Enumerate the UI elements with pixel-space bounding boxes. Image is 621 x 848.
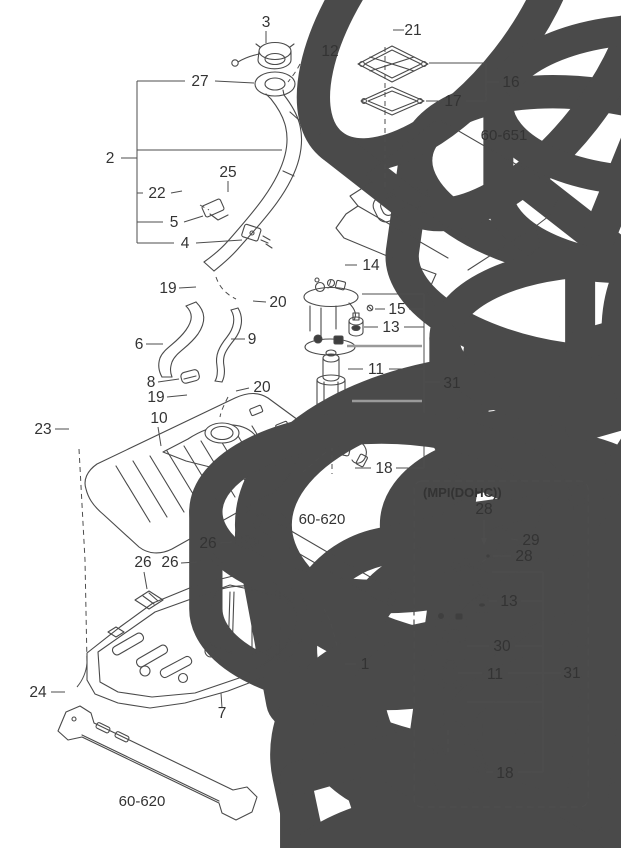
screw-12-guide: [287, 63, 301, 83]
callout-13a: 13: [382, 319, 399, 336]
pipe-hose-guide: [215, 276, 237, 300]
callout-bracket-16: [426, 62, 499, 102]
shield-gasket-17: [360, 86, 425, 116]
clip-60-620-lower: [205, 820, 621, 848]
callout-mpi: (MPI(DOHC)): [423, 485, 502, 500]
mpi-sender-plate: [441, 557, 491, 609]
callout-7: 7: [218, 705, 227, 722]
callout-5: 5: [170, 214, 179, 231]
breather-hose-9: [214, 307, 243, 383]
arrow-28: [481, 538, 487, 546]
bolt-14-guide: [327, 279, 332, 290]
mpi-dohc-contents: [431, 520, 561, 776]
callout-12: 12: [321, 43, 338, 60]
tank-protector: [86, 575, 309, 709]
mpi-dohc-box: [413, 480, 589, 808]
mpi-callout-bracket-31: [458, 571, 561, 773]
valve-29: [490, 525, 509, 544]
callout-26c: 26: [161, 554, 178, 571]
callout-4: 4: [181, 235, 190, 252]
callout-20a: 20: [269, 294, 287, 311]
callout-15: 15: [388, 301, 405, 318]
callout-19b: 19: [147, 389, 164, 406]
callout-2: 2: [106, 150, 115, 167]
shield-plate-16: [357, 45, 429, 83]
callout-11a: 11: [368, 361, 384, 378]
callout-26a: 26: [199, 535, 216, 552]
mpi-grommet-13: [475, 590, 489, 615]
bolt-23-guide: [78, 448, 88, 664]
filler-pipe: [203, 89, 303, 272]
callout-18a: 18: [375, 460, 392, 477]
screw-28: [485, 553, 491, 559]
bolt-1-guide: [323, 608, 338, 647]
callout-60-620a: 60-620: [299, 511, 346, 528]
callout-bracket-2: [121, 80, 282, 244]
mpi-fuel-pump-11: [437, 658, 463, 730]
callout-16: 16: [502, 74, 519, 91]
fuel-filler-cap: [231, 41, 295, 70]
callout-19a: 19: [159, 280, 176, 297]
callout-1: 1: [361, 656, 370, 673]
callout-30: 30: [493, 638, 511, 655]
callout-27: 27: [191, 73, 208, 90]
callout-31a: 31: [443, 375, 460, 392]
callout-28a: 28: [475, 501, 492, 518]
bolt-23-tail: [76, 662, 88, 688]
callout-3: 3: [262, 14, 271, 31]
mpi-wiring-18: [432, 742, 488, 776]
callout-8: 8: [147, 374, 156, 391]
callout-24: 24: [29, 684, 47, 701]
floor-panel: [335, 118, 563, 308]
clamp-20b-guide: [219, 396, 229, 418]
hose-8: [180, 369, 200, 384]
callout-13b: 13: [500, 593, 517, 610]
callout-23: 23: [34, 421, 51, 438]
pipe-bracket-5: [201, 198, 229, 221]
callout-9: 9: [248, 331, 257, 348]
callout-6: 6: [135, 336, 144, 353]
callout-11b: 11: [487, 666, 503, 683]
callout-31b: 31: [563, 665, 580, 682]
filler-neck-ring: [254, 71, 296, 97]
pipe-bracket-4: [241, 223, 273, 249]
filler-hose-6: [158, 301, 205, 378]
fuel-pump-sender-plate: [303, 277, 359, 338]
callout-10: 10: [150, 410, 168, 427]
mpi-bracket-plate: [431, 611, 471, 631]
callout-14: 14: [362, 257, 380, 274]
callout-25: 25: [219, 164, 236, 181]
tank-pads: [134, 533, 261, 610]
cross-tube: [252, 513, 398, 607]
cross-member: [57, 705, 258, 821]
bolt-22-guide: [199, 204, 210, 211]
callout-29: 29: [522, 532, 539, 549]
callout-28b: 28: [515, 548, 532, 565]
callout-21: 21: [404, 22, 421, 39]
callout-18b: 18: [496, 765, 513, 782]
callout-60-651: 60-651: [481, 127, 528, 144]
callout-60-620b: 60-620: [119, 793, 166, 810]
grommet-13: [348, 312, 364, 337]
callout-17: 17: [444, 93, 461, 110]
callout-20b: 20: [253, 379, 271, 396]
callout-22: 22: [148, 185, 165, 202]
screw-15: [366, 304, 374, 312]
callout-26b: 26: [134, 554, 151, 571]
